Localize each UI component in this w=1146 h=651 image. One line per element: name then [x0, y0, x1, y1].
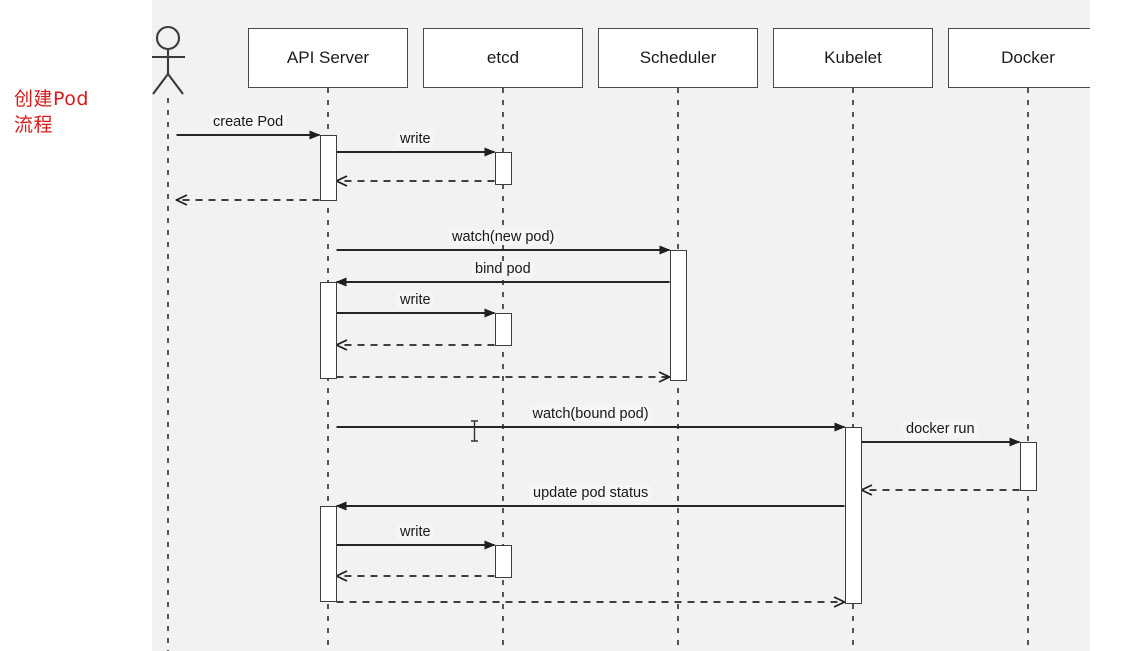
participant-label-etcd: etcd — [486, 48, 520, 67]
participant-box-scheduler[interactable]: Scheduler — [598, 28, 758, 88]
participant-label-kubelet: Kubelet — [824, 48, 882, 67]
diagram-vector-layer — [152, 25, 1029, 651]
activation-bar-apiserver[interactable] — [319, 282, 337, 379]
message-arrows — [177, 130, 1021, 602]
message-label-5: bind pod — [472, 261, 534, 277]
activation-bar-etcd[interactable] — [494, 313, 512, 346]
activation-bar-apiserver[interactable] — [319, 506, 337, 602]
message-label-0: create Pod — [210, 114, 287, 130]
message-label-4: watch(new pod) — [449, 229, 558, 245]
annotation-create-pod-flow: 创建Pod 流程 — [14, 88, 89, 136]
activation-bar-etcd[interactable] — [494, 152, 512, 185]
participant-label-docker: Docker — [1001, 48, 1055, 67]
message-label-10: docker run — [903, 421, 978, 437]
participant-box-docker[interactable]: Docker — [948, 28, 1090, 88]
message-label-12: update pod status — [530, 485, 652, 501]
participant-label-apiserver: API Server — [286, 48, 370, 67]
activation-bar-etcd[interactable] — [494, 545, 512, 578]
sequence-diagram-canvas: API Server etcd Scheduler Kubelet Docker cre… — [152, 0, 1090, 651]
activation-bar-kubelet[interactable] — [844, 427, 862, 604]
message-label-9: watch(bound pod) — [529, 406, 652, 422]
participant-box-kubelet[interactable]: Kubelet — [773, 28, 933, 88]
message-label-1: write — [397, 131, 434, 147]
participant-box-etcd[interactable]: etcd — [423, 28, 583, 88]
activation-bar-docker[interactable] — [1019, 442, 1037, 491]
lifeline-dashes — [167, 88, 1029, 651]
activation-bar-scheduler[interactable] — [669, 250, 687, 381]
participant-box-apiserver[interactable]: API Server — [248, 28, 408, 88]
message-label-6: write — [397, 292, 434, 308]
participant-label-scheduler: Scheduler — [639, 48, 717, 67]
message-label-13: write — [397, 524, 434, 540]
activation-bar-apiserver[interactable] — [319, 135, 337, 201]
actor-stick-figure — [152, 25, 185, 95]
